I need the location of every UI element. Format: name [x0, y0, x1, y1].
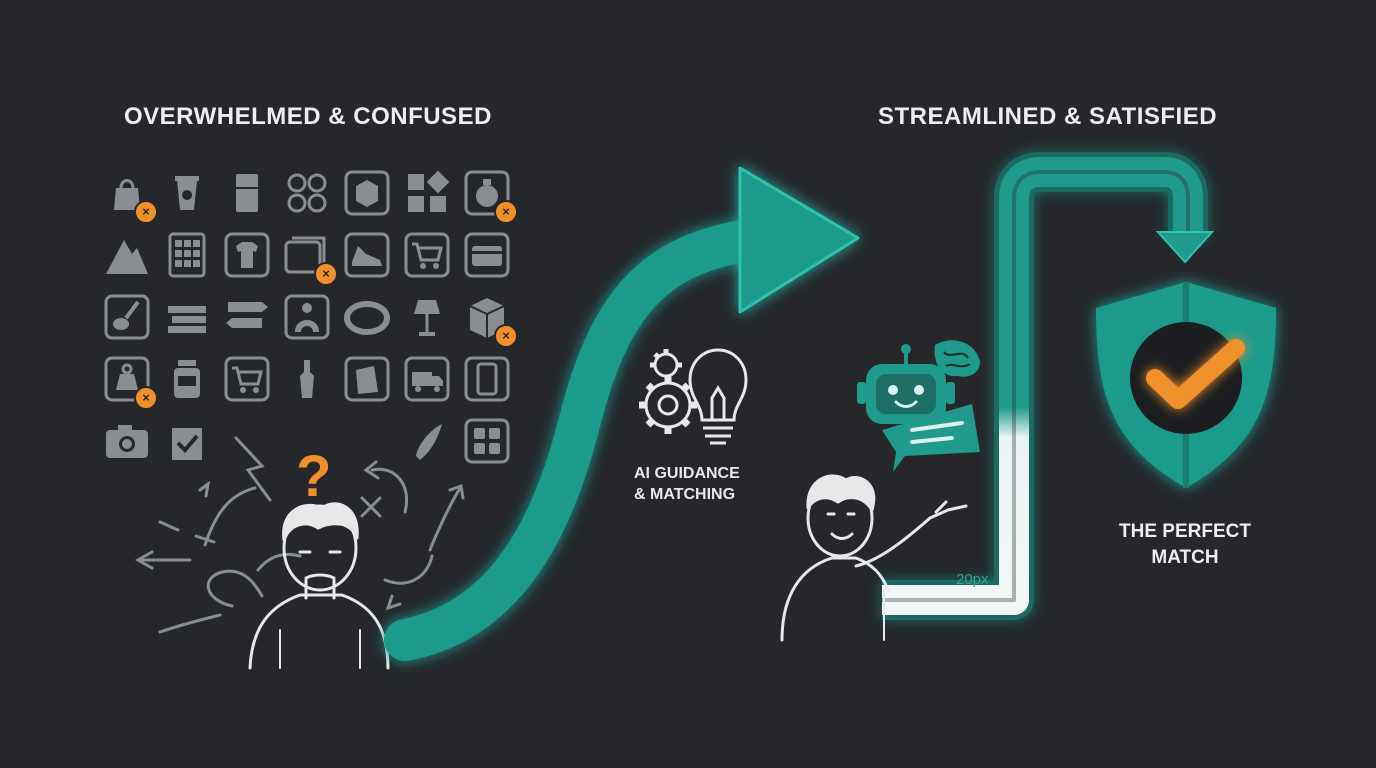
ring-icon	[342, 292, 392, 342]
mountain-icon	[102, 230, 152, 280]
person-neck	[304, 578, 336, 600]
dash-mark	[158, 520, 216, 544]
arrowhead	[385, 594, 402, 611]
streamlined-heading: STREAMLINED & SATISFIED	[878, 103, 1218, 130]
curve-arrow-icon	[383, 554, 434, 585]
ai-guidance-label: AI GUIDANCE & MATCHING	[634, 463, 740, 505]
checked-bag-icon	[162, 416, 212, 466]
lightbulb-icon	[688, 348, 748, 445]
person-arm	[854, 516, 932, 568]
circle-cluster-icon	[282, 168, 332, 218]
down-arrow-icon	[1155, 231, 1215, 264]
sneaker-icon	[342, 230, 392, 280]
chat-bubble-icon	[882, 404, 980, 472]
satisfied-person	[780, 474, 968, 642]
widgets-icon	[462, 416, 512, 466]
curve-arrow-icon	[256, 552, 302, 572]
calculator-icon	[162, 230, 212, 280]
coffee-cup-icon	[162, 168, 212, 218]
phone-icon	[462, 354, 512, 404]
check-circle	[1130, 322, 1242, 434]
product-icon-grid: × × × × ×	[100, 166, 520, 466]
brush-icon	[102, 292, 152, 342]
arrowhead	[448, 483, 465, 500]
person-arms	[279, 629, 361, 669]
person-shoulders	[780, 556, 890, 642]
stripes-icon	[162, 292, 212, 342]
checkmark-icon	[1146, 339, 1245, 409]
curve-arrow-icon	[203, 486, 257, 547]
large-gear-icon	[639, 376, 697, 434]
ai-assistant	[857, 340, 980, 472]
perfect-match-line2: MATCH	[1151, 547, 1219, 568]
ai-guidance-line2: & MATCHING	[634, 486, 736, 503]
jar-icon	[162, 354, 212, 404]
cards-stack-icon: ×	[282, 230, 338, 286]
arrowhead	[363, 460, 380, 480]
camera-icon	[102, 416, 152, 466]
gift-bag-icon	[342, 354, 392, 404]
lamp-icon	[402, 292, 452, 342]
refrigerator-icon	[222, 168, 272, 218]
shopping-bag-icon: ×	[102, 168, 158, 224]
person-hair	[282, 502, 359, 542]
zigzag-arrow-icon	[234, 436, 272, 502]
pointing-hand-icon	[928, 500, 968, 520]
arrow-body	[384, 219, 769, 661]
apps-grid-icon	[402, 168, 452, 218]
perfect-match-line1: THE PERFECT	[1119, 521, 1251, 542]
arrow-signs-icon	[222, 292, 272, 342]
transformation-arrow	[384, 166, 860, 661]
credit-card-icon	[462, 230, 512, 280]
shopping-cart-icon	[402, 230, 452, 280]
tshirt-icon	[222, 230, 272, 280]
box-icon: ×	[462, 292, 518, 348]
reject-badge-icon: ×	[494, 324, 518, 348]
reject-badge-icon: ×	[314, 262, 338, 286]
person-smile	[830, 532, 854, 540]
reject-badge-icon: ×	[134, 200, 158, 224]
overwhelmed-heading: OVERWHELMED & CONFUSED	[124, 103, 492, 130]
dash-mark	[158, 613, 222, 634]
reject-badge-icon: ×	[494, 200, 518, 224]
reject-badge-icon: ×	[134, 386, 158, 410]
person-arch-icon	[282, 292, 332, 342]
confused-person	[248, 502, 390, 670]
truck-icon	[402, 354, 452, 404]
weight-bag-icon: ×	[102, 354, 158, 410]
ai-guidance-line1: AI GUIDANCE	[634, 465, 740, 482]
cross-mark-icon	[360, 496, 382, 518]
perfect-match-label: THE PERFECT MATCH	[1112, 519, 1258, 571]
person-frown	[304, 573, 336, 580]
gears-lightbulb-icon	[639, 348, 748, 445]
up-arrow-icon	[428, 486, 462, 552]
question-mark-icon: ?	[296, 444, 331, 509]
small-gear-icon	[650, 349, 682, 378]
loop-arrow-icon	[206, 569, 264, 608]
package-box-icon	[342, 168, 392, 218]
chaos-arrows	[134, 436, 465, 634]
arrow-head	[738, 166, 860, 314]
tool-icon	[282, 354, 332, 404]
perfect-match-shield	[1096, 282, 1276, 488]
person-shoulders	[248, 593, 390, 670]
person-hair	[806, 474, 876, 512]
match-path	[882, 152, 1215, 620]
brain-icon	[934, 340, 980, 377]
curve-arrow-icon	[370, 467, 408, 514]
arrowhead	[134, 550, 154, 570]
arrowhead	[198, 480, 211, 498]
dimension-annotation: 20px	[956, 571, 989, 588]
shoe-icon	[402, 416, 452, 466]
pot-icon: ×	[462, 168, 518, 224]
cart-outline-icon	[222, 354, 272, 404]
